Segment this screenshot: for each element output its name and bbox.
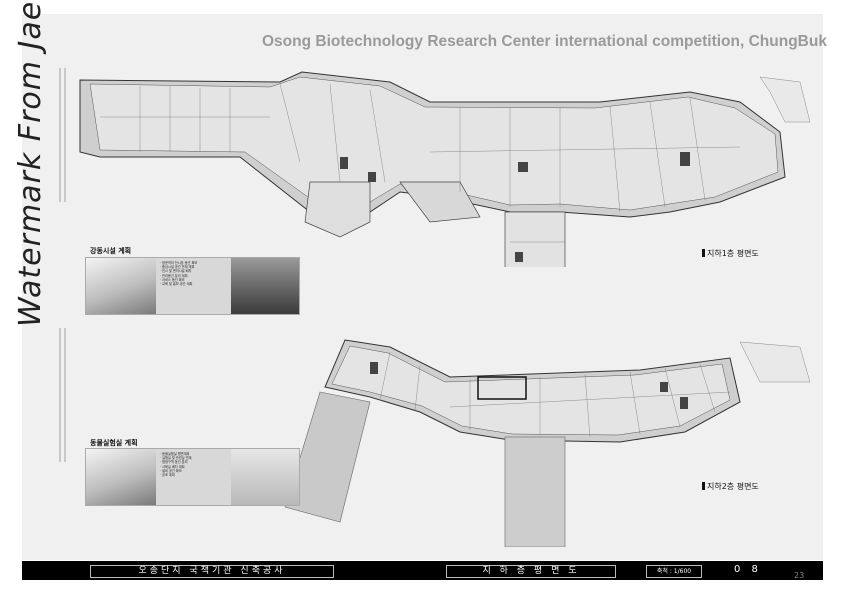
floor-plan-b1 bbox=[40, 62, 820, 267]
section2-panel: · 동물실험실 평면계획· 실험실 및 관련실 연계· 청정구역 동선 분리 ·… bbox=[85, 448, 300, 506]
drawing-name: 지 하 층 평 면 도 bbox=[446, 565, 616, 578]
project-name: 오송단지 국책기관 신축공사 bbox=[90, 565, 334, 578]
b1-plan-label: 지하1층 평면도 bbox=[702, 248, 759, 259]
floor-plan-b2 bbox=[40, 322, 820, 547]
section1-rendering bbox=[86, 258, 156, 314]
section2-notes: · 동물실험실 평면계획· 실험실 및 관련실 연계· 청정구역 동선 분리 ·… bbox=[160, 452, 192, 478]
section1-panel: · 방문객의 전시장 동선 확보· 중심시설 공간 연계 계획· 전시 및 편의… bbox=[85, 257, 300, 315]
scale-box: 축척 : 1/600 bbox=[646, 565, 702, 578]
section1-notes: · 방문객의 전시장 동선 확보· 중심시설 공간 연계 계획· 전시 및 편의… bbox=[160, 261, 198, 287]
b2-plan-label: 지하2층 평면도 bbox=[702, 481, 759, 492]
section1-title: 강동시설 계획 bbox=[90, 247, 132, 255]
section2-rendering bbox=[86, 449, 156, 505]
section1-interior-photo bbox=[231, 258, 299, 314]
title-block: 오송단지 국책기관 신축공사 지 하 층 평 면 도 축척 : 1/600 0 … bbox=[22, 561, 823, 580]
section2-diagram bbox=[231, 449, 299, 505]
page-number: 23 bbox=[794, 571, 805, 580]
sheet-number: 0 8 bbox=[734, 564, 762, 575]
page-title: Osong Biotechnology Research Center inte… bbox=[262, 33, 827, 50]
section2-title: 동물실험실 계획 bbox=[90, 439, 138, 447]
